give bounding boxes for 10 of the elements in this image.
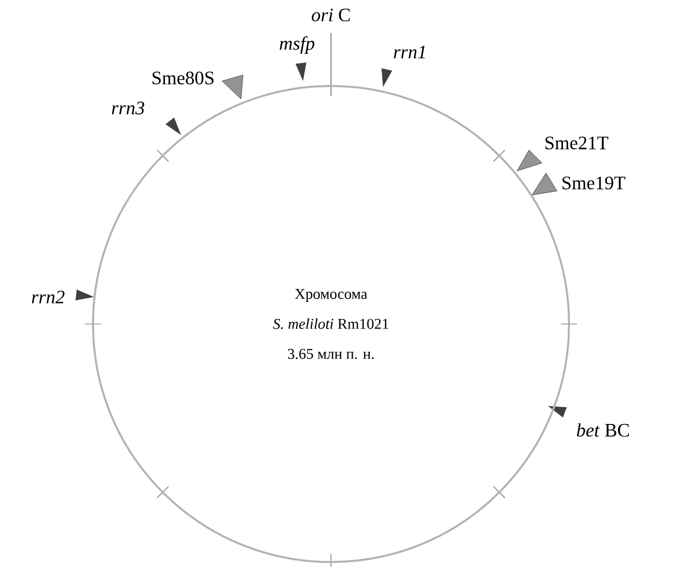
gene-label: rrn2 <box>32 290 64 304</box>
gene-label: msfp <box>280 36 314 54</box>
gene-label: rrn1 <box>394 46 425 58</box>
gene-label: Sme21T <box>545 136 608 150</box>
gene-label: ori C <box>312 8 350 22</box>
gene-label: rrn3 <box>112 102 144 114</box>
gene-label: Sme19T <box>562 176 626 190</box>
chromosome-name: Хромосома <box>294 288 368 302</box>
genome-size: 3.65 млн п. н. <box>288 348 374 360</box>
strain-name: S. meliloti Rm1021 <box>273 318 388 330</box>
